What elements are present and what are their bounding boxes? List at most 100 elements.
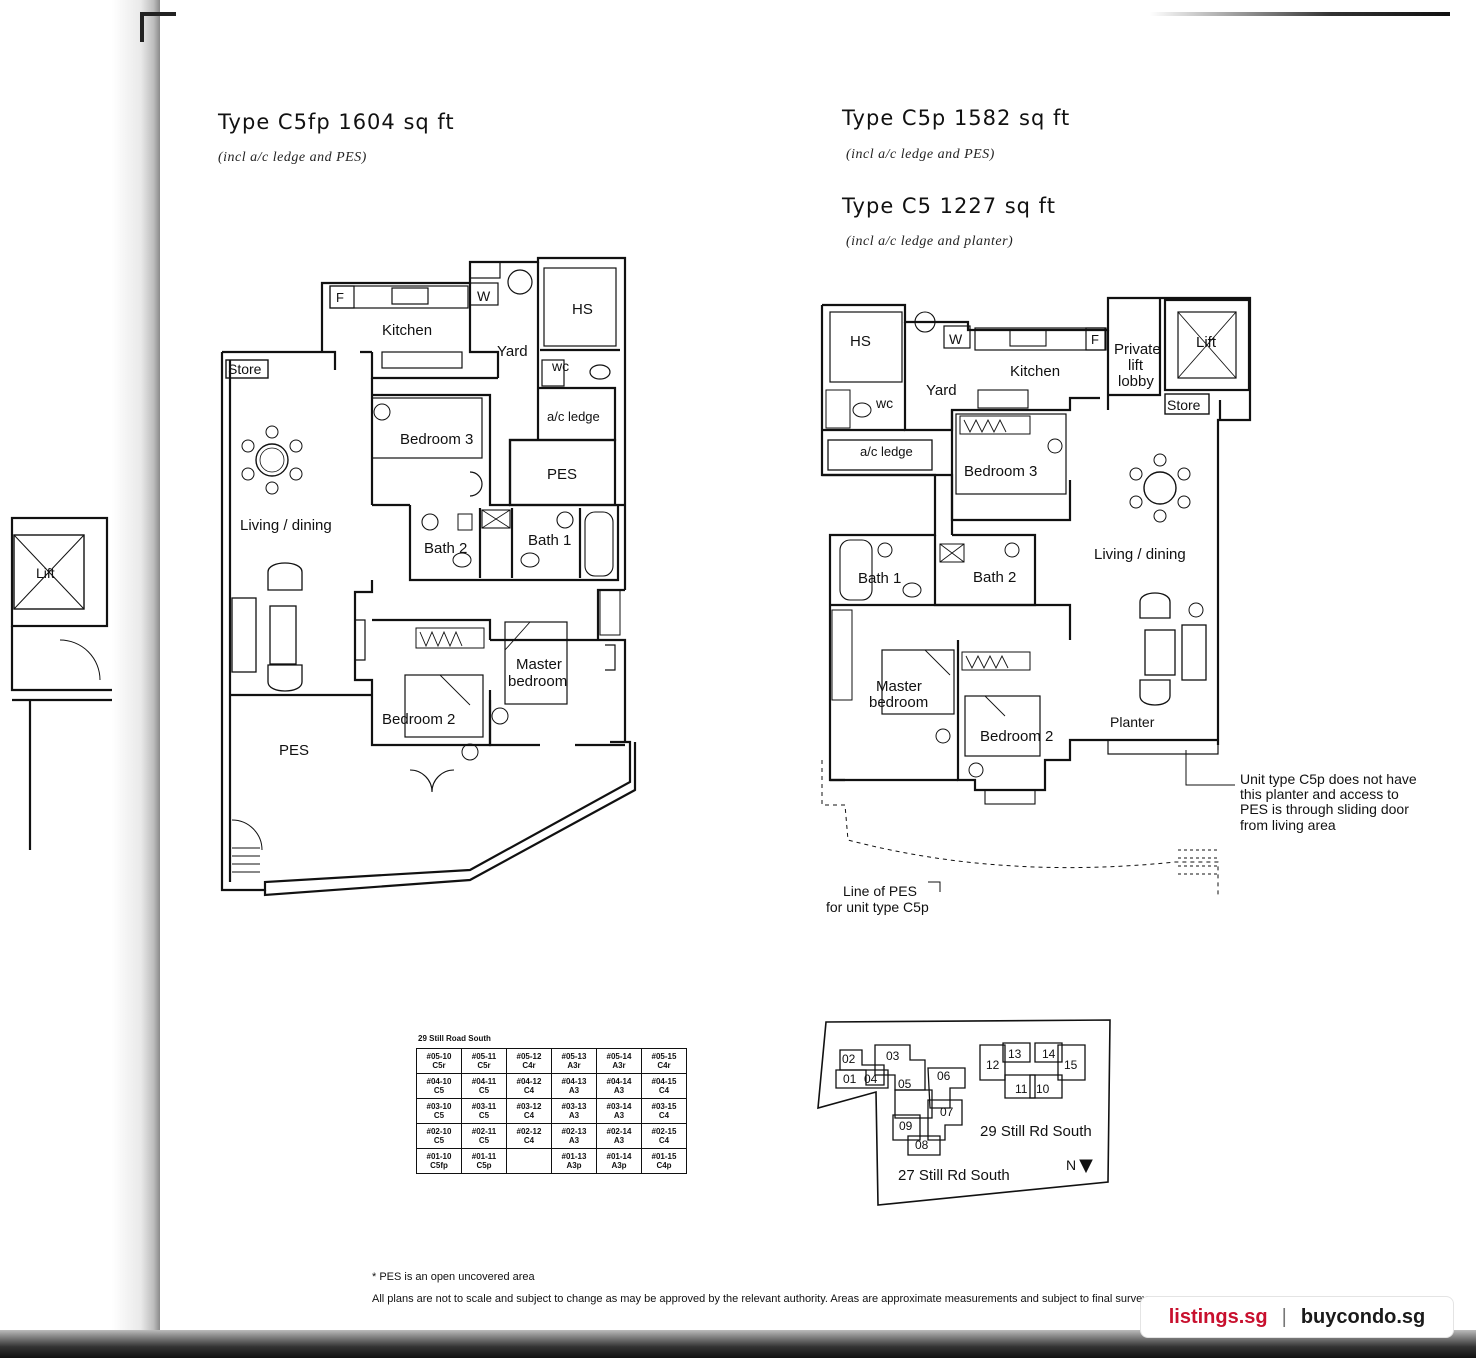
- unit-number: #04-11: [471, 1077, 497, 1086]
- unit-type: C4r: [522, 1061, 536, 1070]
- unit-number: #01-14: [606, 1152, 632, 1161]
- unit-number: #01-13: [561, 1152, 587, 1161]
- site-block-label: 01: [843, 1072, 857, 1086]
- right-plan-subtitle-1: (incl a/c ledge and PES): [846, 147, 995, 162]
- unit-type: A3r: [567, 1061, 581, 1070]
- unit-number: #02-14: [606, 1127, 632, 1136]
- left-ac-ledge-label: a/c ledge: [547, 409, 600, 424]
- site-boundary: [817, 1019, 1111, 1206]
- crop-mark: [140, 12, 176, 16]
- unit-type: C5p: [476, 1161, 492, 1170]
- unit-number: #04-14: [606, 1077, 632, 1086]
- planter-note-line-2: this planter and access to: [1240, 786, 1399, 802]
- right-planter-label: Planter: [1110, 714, 1155, 730]
- left-kitchen-label: Kitchen: [382, 322, 432, 339]
- right-bedroom2-label: Bedroom 2: [980, 728, 1053, 745]
- unit-type: C4: [658, 1111, 670, 1120]
- unit-number: #03-11: [471, 1102, 497, 1111]
- right-private-label-2: lift: [1128, 357, 1144, 374]
- watermark-listings: listings.sg: [1168, 1305, 1268, 1328]
- unit-type: C4: [523, 1111, 535, 1120]
- unit-type: A3: [568, 1136, 580, 1145]
- right-washer-label: W: [949, 331, 963, 347]
- unit-number: #02-11: [471, 1127, 497, 1136]
- unit-grid-title: 29 Still Road South: [418, 1034, 491, 1043]
- right-lift-label: Lift: [1196, 334, 1217, 351]
- right-hs-label: HS: [850, 333, 871, 350]
- unit-number: #03-13: [561, 1102, 587, 1111]
- site-label-29: 29 Still Rd South: [980, 1123, 1092, 1140]
- left-fridge-label: F: [336, 290, 344, 305]
- unit-number: #03-14: [606, 1102, 632, 1111]
- left-pes-small-label: PES: [547, 466, 577, 483]
- scan-shadow-left: [0, 0, 160, 1330]
- unit-number: #05-13: [561, 1052, 587, 1061]
- left-living-dining-label: Living / dining: [240, 517, 332, 534]
- unit-type: A3r: [612, 1061, 626, 1070]
- unit-type: C5: [478, 1136, 490, 1145]
- right-master-label-2: bedroom: [869, 694, 928, 711]
- unit-number: #02-12: [516, 1127, 542, 1136]
- unit-number: #04-10: [426, 1077, 452, 1086]
- right-private-label-1: Private: [1114, 341, 1161, 358]
- site-block-label: 10: [1036, 1082, 1050, 1096]
- unit-number: #01-15: [651, 1152, 677, 1161]
- pes-line-note-1: Line of PES: [843, 883, 917, 899]
- site-label-27: 27 Still Rd South: [898, 1167, 1010, 1184]
- unit-number: #02-15: [651, 1127, 677, 1136]
- site-block-label: 13: [1008, 1047, 1022, 1061]
- unit-type: A3: [568, 1111, 580, 1120]
- unit-grid-cell: [506, 1148, 552, 1174]
- right-master-label-1: Master: [876, 678, 922, 695]
- unit-number: #05-12: [516, 1052, 542, 1061]
- site-block-label: 07: [940, 1105, 954, 1119]
- right-yard-label: Yard: [926, 382, 957, 399]
- unit-type: C5: [478, 1111, 490, 1120]
- unit-number: #03-10: [426, 1102, 452, 1111]
- right-plan-title-1: Type C5p 1582 sq ft: [842, 106, 1071, 130]
- site-block-label: 06: [937, 1069, 951, 1083]
- unit-type: A3p: [566, 1161, 582, 1170]
- pes-line-note-2: for unit type C5p: [826, 899, 929, 915]
- right-store-label: Store: [1167, 397, 1201, 413]
- crop-mark: [140, 12, 144, 42]
- unit-type: C4: [658, 1136, 670, 1145]
- site-block-label: 09: [899, 1119, 913, 1133]
- left-bedroom3-label: Bedroom 3: [400, 431, 473, 448]
- right-bath2-label: Bath 2: [973, 569, 1016, 586]
- right-wc-label: wc: [875, 395, 893, 411]
- right-kitchen-label: Kitchen: [1010, 363, 1060, 380]
- north-label: N: [1066, 1157, 1076, 1173]
- unit-number: #03-12: [516, 1102, 542, 1111]
- unit-type: C4p: [656, 1161, 672, 1170]
- left-washer-label: W: [477, 288, 491, 304]
- right-private-label-3: lobby: [1118, 373, 1154, 390]
- unit-number: #02-10: [426, 1127, 452, 1136]
- unit-type: C5: [433, 1136, 445, 1145]
- unit-number: #02-13: [561, 1127, 587, 1136]
- unit-type: A3: [613, 1136, 625, 1145]
